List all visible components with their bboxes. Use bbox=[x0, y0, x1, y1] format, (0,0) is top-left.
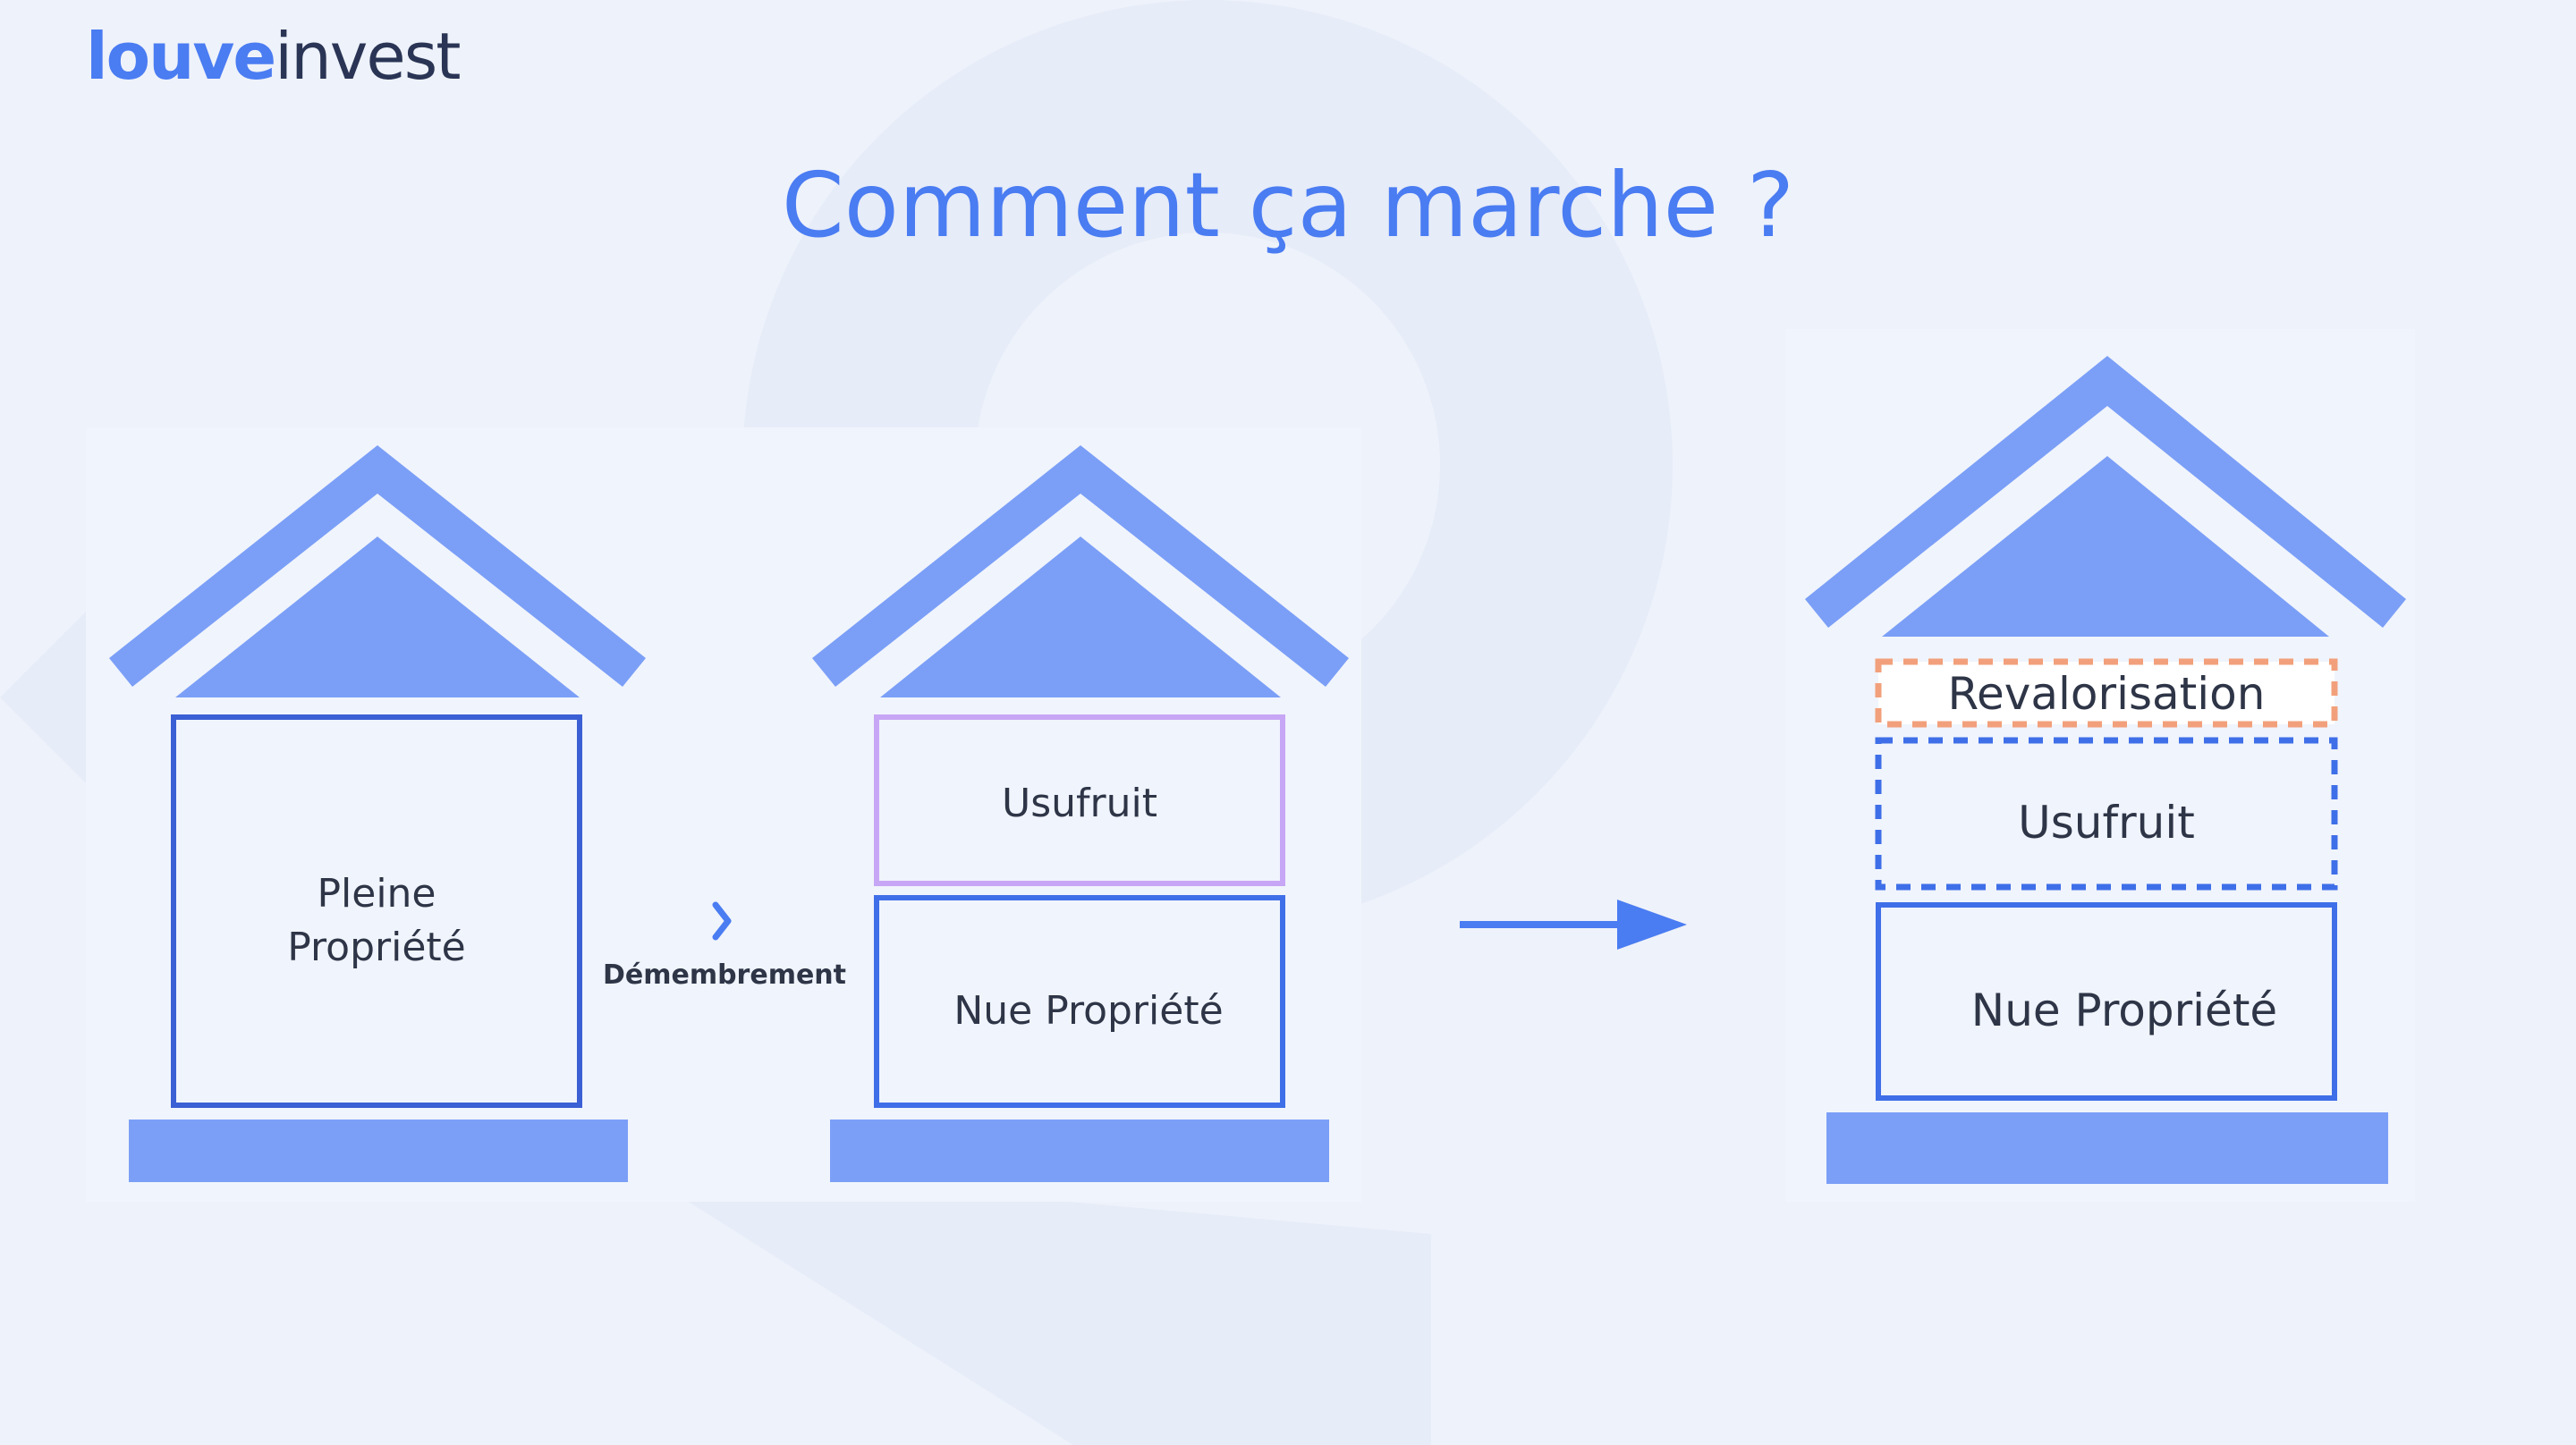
demembrement-label: Démembrement bbox=[602, 959, 847, 991]
house2-gable bbox=[880, 537, 1281, 697]
house1-roof bbox=[109, 445, 646, 687]
house2-roof bbox=[812, 445, 1349, 687]
house1-body bbox=[171, 714, 582, 1108]
house2-nue-label: Nue Propriété bbox=[953, 987, 1224, 1034]
house-demembre bbox=[812, 445, 1349, 1182]
house3-gable bbox=[1882, 456, 2329, 637]
house2-usufruit-box bbox=[874, 714, 1285, 886]
house-pleine-propriete bbox=[109, 445, 646, 1182]
house3-usufruit-label: Usufruit bbox=[2018, 797, 2195, 849]
house1-gable bbox=[175, 537, 580, 697]
page-title: Comment ça marche ? bbox=[781, 153, 1795, 258]
house3-base bbox=[1826, 1112, 2388, 1184]
house3-revalorisation-label: Revalorisation bbox=[1947, 668, 2266, 720]
house3-revalorisation-box bbox=[1875, 658, 2338, 728]
logo: louveinvest bbox=[86, 16, 461, 97]
house1-base bbox=[129, 1120, 628, 1182]
left-panel bbox=[86, 427, 1361, 1202]
house2-nue-box bbox=[874, 895, 1285, 1108]
logo-part-louve: louve bbox=[86, 19, 276, 94]
house1-label-line1: Pleine bbox=[317, 871, 436, 917]
arrow-right-icon bbox=[1460, 900, 1687, 950]
house1-label: Pleine Propriété bbox=[174, 858, 580, 984]
house3-usufruit-box bbox=[1875, 737, 2338, 891]
house2-base bbox=[830, 1120, 1329, 1182]
house-revalorisee bbox=[1805, 356, 2406, 1184]
house2-usufruit-label: Usufruit bbox=[1002, 780, 1157, 826]
logo-part-invest: invest bbox=[275, 19, 461, 94]
chevron-right-icon bbox=[712, 901, 732, 941]
house1-label-line2: Propriété bbox=[287, 925, 466, 970]
house3-nue-box bbox=[1876, 902, 2337, 1101]
house3-nue-label: Nue Propriété bbox=[1970, 984, 2278, 1036]
